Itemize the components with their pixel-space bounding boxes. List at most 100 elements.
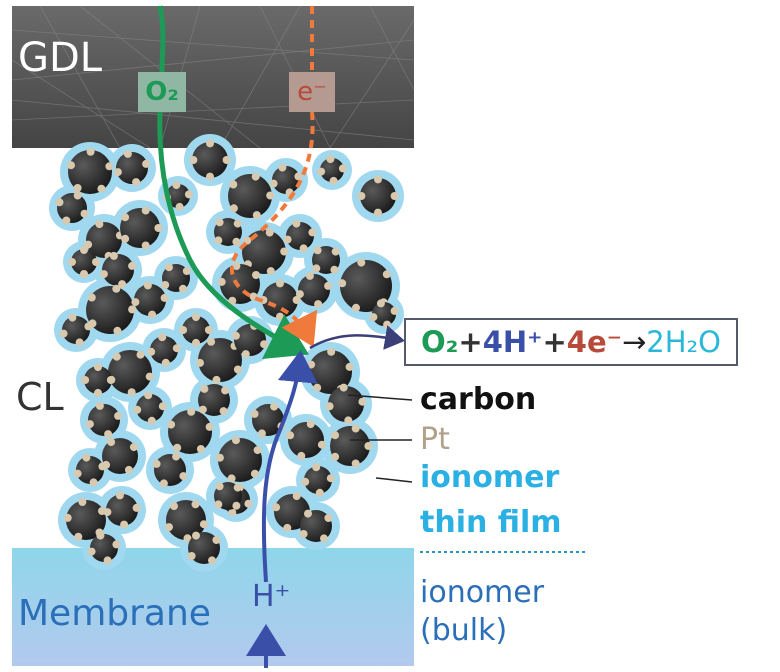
pt-nanoparticle: [145, 372, 154, 381]
carbon-particle: [88, 404, 120, 436]
pt-nanoparticle: [327, 347, 336, 356]
pt-nanoparticle: [233, 483, 242, 492]
pt-nanoparticle: [292, 296, 301, 304]
pt-nanoparticle: [314, 300, 323, 309]
carbon-particle: [166, 500, 206, 540]
pt-nanoparticle: [124, 465, 133, 474]
pt-nanoparticle: [80, 270, 88, 278]
pt-nanoparticle: [364, 442, 373, 450]
pt-nanoparticle: [92, 258, 100, 266]
pt-nanoparticle: [75, 338, 84, 347]
pt-nanoparticle: [63, 513, 72, 522]
reaction-pointer: [309, 325, 405, 350]
pt-nanoparticle: [214, 236, 223, 245]
pt-nanoparticle: [131, 298, 140, 307]
pt-nanoparticle: [129, 443, 138, 452]
pt-nanoparticle: [159, 479, 168, 488]
pt-nanoparticle: [81, 376, 90, 384]
pt-nanoparticle: [295, 290, 304, 299]
pt-nanoparticle: [228, 296, 237, 305]
carbon-particle: [136, 394, 164, 422]
pt-nanoparticle: [192, 313, 200, 322]
proton-path: [261, 350, 318, 583]
pt-nanoparticle: [324, 281, 333, 290]
pt-nanoparticle: [338, 279, 347, 288]
pt-nanoparticle: [89, 478, 98, 487]
carbon-particle: [188, 532, 220, 564]
pt-nanoparticle: [244, 499, 253, 508]
pt-nanoparticle: [141, 206, 150, 215]
carbon-particle: [242, 230, 286, 274]
pt-nanoparticle: [95, 401, 104, 410]
pt-nanoparticle: [105, 162, 114, 171]
carbon-particle: [66, 500, 106, 540]
pt-nanoparticle: [215, 218, 224, 227]
pt-nanoparticle: [317, 167, 326, 176]
pt-nanoparticle: [229, 180, 238, 189]
pt-nanoparticle: [191, 500, 200, 509]
gdl-label: GDL: [18, 35, 103, 81]
carbon-particle: [168, 410, 212, 454]
pt-nanoparticle: [68, 313, 77, 322]
pt-nanoparticle: [325, 402, 334, 411]
pt-nanoparticle: [103, 556, 112, 565]
pt-nanoparticle: [265, 228, 274, 237]
carbon-particle: [298, 274, 330, 306]
pt-nanoparticle: [118, 280, 127, 289]
pt-nanoparticle: [199, 520, 208, 529]
pt-nanoparticle: [312, 463, 321, 472]
pt-nanoparticle: [301, 477, 310, 486]
pt-nanoparticle: [269, 179, 278, 188]
pt-nanoparticle: [331, 431, 340, 440]
pt-nanoparticle: [192, 338, 200, 347]
pt-nanoparticle: [128, 261, 137, 270]
pt-nanoparticle: [382, 270, 391, 279]
pt-nanoparticle: [294, 172, 303, 181]
pt-nanoparticle: [313, 383, 322, 392]
pt-nanoparticle: [297, 451, 306, 460]
pt-nanoparticle: [351, 459, 360, 468]
pt-nanoparticle: [179, 326, 188, 334]
carbon-particle: [192, 142, 228, 178]
carbon-label: carbon: [420, 382, 537, 417]
pt-nanoparticle: [390, 306, 399, 315]
membrane-label: Membrane: [18, 593, 211, 634]
pt-nanoparticle: [307, 360, 316, 369]
pt-nanoparticle: [68, 258, 76, 266]
pt-nanoparticle: [231, 331, 240, 340]
pt-nanoparticle: [330, 265, 339, 274]
pt-nanoparticle: [344, 416, 353, 425]
pt-nanoparticle: [217, 277, 226, 286]
pt-nanoparticle: [112, 540, 121, 549]
carbon-particle: [320, 158, 344, 182]
pt-nanoparticle: [96, 531, 105, 540]
pt-nanoparticle: [253, 446, 262, 455]
carbon-particle: [86, 286, 134, 334]
pt-nanoparticle: [82, 453, 91, 462]
carbon-particle: [218, 438, 262, 482]
pt-nanoparticle: [97, 184, 106, 193]
carbon-particle: [76, 456, 104, 484]
pt-nanoparticle: [292, 219, 301, 228]
pt-nanoparticle: [357, 192, 366, 200]
eq-electrons: 4e⁻: [566, 325, 622, 359]
pt-nanoparticle: [87, 293, 96, 302]
pt-nanoparticle: [331, 247, 340, 256]
pt-nanoparticle: [357, 258, 366, 267]
carbon-particle: [102, 254, 134, 286]
pt-nanoparticle: [59, 329, 68, 338]
carbon-particle: [198, 338, 242, 382]
pt-nanoparticle: [73, 184, 82, 192]
carbon-particle: [360, 178, 396, 214]
pt-nanoparticle: [94, 363, 102, 372]
pt-nanoparticle: [113, 326, 122, 335]
carbon-particle: [108, 350, 152, 394]
pt-nanoparticle: [80, 209, 89, 218]
carbon-particle: [304, 466, 332, 494]
pt-nanoparticle: [207, 337, 216, 346]
carbon-leader: [347, 394, 413, 401]
carbon-particle: [272, 166, 300, 194]
carbon-particle: [288, 422, 324, 458]
carbon-particle: [71, 249, 97, 275]
carbon-particle: [300, 510, 332, 542]
